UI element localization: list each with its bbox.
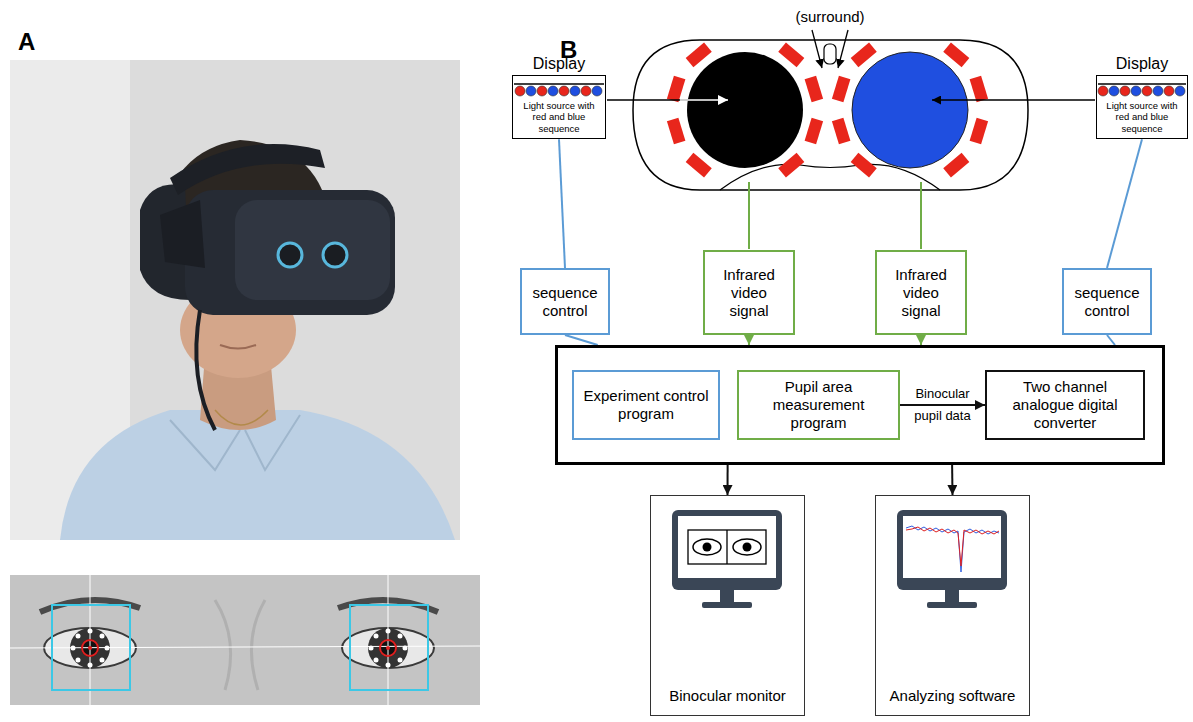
box-text: Analyzing software [890,687,1016,705]
box-text: sequence control [1070,284,1144,320]
box-text: Infrared video signal [883,266,959,320]
signal-box: Infrared video signal [703,250,795,335]
box-heading: Display [1087,54,1193,73]
box-text: sequence control [528,284,602,320]
edge-label: Binocular pupil data [903,383,983,427]
panel-label: A [18,28,35,56]
signal-box: Infrared video signal [875,250,967,335]
box-text: Infrared video signal [711,266,787,320]
computer-box: Experiment control program Pupil area mea… [555,345,1165,465]
connector [565,335,598,345]
display-box: DisplayLight source with red and blue se… [1096,75,1188,139]
box-text: Experiment control program [580,387,712,423]
display-box: DisplayLight source with red and blue se… [512,75,606,139]
box-text: Light source with red and blue sequence [516,100,602,134]
analysis-icon [897,510,1007,608]
box-heading: Display [503,54,615,73]
panel-label: B [560,36,577,64]
box-text: Two channel analogue digital converter [993,378,1137,432]
control-box: sequence control [1062,268,1152,335]
annotation-label: (surround) [795,8,864,25]
light-source-dots [514,84,1186,96]
connector [727,465,729,495]
box-text: Binocular monitor [669,687,786,705]
connector [559,139,565,268]
monitor-panel: Binocular monitor [650,495,805,716]
program-box: Experiment control program [572,370,720,440]
connector [1107,335,1115,345]
software-panel: Analyzing software [875,495,1030,716]
box-text: Light source with red and blue sequence [1100,100,1184,134]
connector [920,335,922,345]
monitor-icon [672,510,782,608]
box-text: Pupil area measurement program [745,378,892,432]
control-box: sequence control [520,268,610,335]
headset-photo [10,60,460,540]
connector [900,404,985,406]
connector [951,465,953,495]
connector [748,335,750,345]
headset-outline [607,30,1095,249]
connector [1107,139,1142,268]
program-box: Pupil area measurement program [737,370,900,440]
eye-tracking-image [10,575,480,705]
converter-box: Two channel analogue digital converter [985,370,1145,440]
